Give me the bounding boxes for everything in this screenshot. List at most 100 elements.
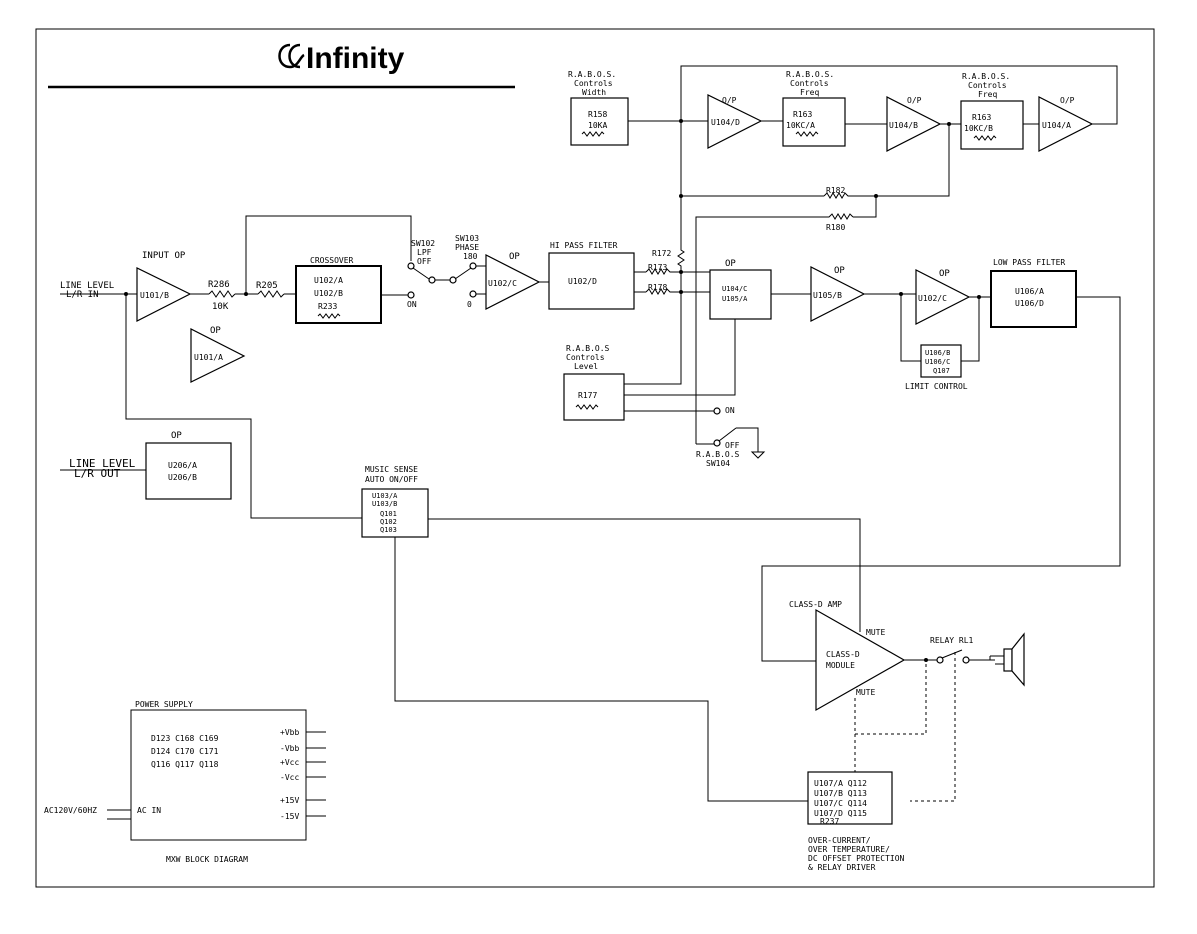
hpf-label: U102/D	[568, 277, 597, 286]
output-buffer-block	[145, 442, 232, 500]
r173-name: R173	[648, 263, 667, 272]
op-amp-u104b	[886, 96, 942, 152]
sw103-line-2: PHASE	[455, 243, 479, 252]
op-u104c-block	[709, 269, 772, 320]
op-u104a-title: O/P	[1060, 96, 1075, 105]
music-sense-block	[361, 488, 429, 538]
limit-control-block	[920, 344, 962, 378]
lpf-line-1: U106/A	[1015, 287, 1044, 296]
rail-vbb-pos: +Vbb	[280, 728, 299, 737]
speaker-icon	[1003, 632, 1025, 687]
r205-name: R205	[256, 281, 278, 291]
crossover-title: CROSSOVER	[310, 256, 354, 265]
freq1-caption-3: Freq	[800, 88, 819, 97]
limit-line-3: Q107	[933, 367, 950, 375]
music-sense-line-3: Q101	[380, 510, 397, 518]
protection-caption-1: OVER-CURRENT/	[808, 836, 871, 845]
rail-vcc-neg: -Vcc	[280, 773, 299, 782]
ps-line-3: Q116 Q117 Q118	[151, 760, 219, 769]
sw102-line-1: SW102	[411, 239, 435, 248]
power-supply-block	[130, 709, 307, 841]
music-sense-caption-2: AUTO ON/OFF	[365, 475, 418, 484]
input-op-title: INPUT OP	[142, 251, 186, 261]
level-caption-1: R.A.B.O.S	[566, 344, 610, 353]
r180-name: R180	[826, 223, 845, 232]
music-sense-line-2: U103/B	[372, 500, 397, 508]
r286-value: 10K	[212, 302, 229, 312]
protection-line-5: R237	[820, 817, 839, 826]
ps-line-2: D124 C170 C171	[151, 747, 219, 756]
freq2-caption-2: Controls	[968, 81, 1007, 90]
op-amp-u101b-label: U101/B	[140, 291, 169, 300]
limit-line-2: U106/C	[925, 358, 950, 366]
lpf-title: LOW PASS FILTER	[993, 258, 1065, 267]
op-amp-u105b	[810, 266, 866, 322]
r182-name: R182	[826, 186, 845, 195]
infinity-logo: Infinity	[278, 42, 405, 75]
protection-relay-driver-block	[807, 771, 893, 825]
power-supply-title: POWER SUPPLY	[135, 700, 193, 709]
page-frame	[35, 28, 1155, 888]
freq1-name: R163	[793, 110, 812, 119]
sw103-line-1: SW103	[455, 234, 479, 243]
op-u102c-title: OP	[509, 252, 520, 262]
hi-pass-filter-block	[548, 252, 635, 310]
op-amp-u104d	[707, 94, 763, 149]
logo-text: Infinity	[306, 42, 405, 75]
r177-name: R177	[578, 391, 597, 400]
r158-width-control	[570, 97, 629, 146]
protection-caption-2: OVER TEMPERATURE/	[808, 845, 890, 854]
op-amp-u104b-label: U104/B	[889, 121, 918, 130]
freq1-caption-2: Controls	[790, 79, 829, 88]
line-in-label-2: L/R IN	[66, 290, 99, 300]
r177-level-control	[563, 373, 625, 421]
r286-resistor	[208, 290, 236, 298]
ps-line-1: D123 C168 C169	[151, 734, 219, 743]
class-d-line-1: CLASS-D	[826, 650, 860, 659]
sw104-caption-1: R.A.B.O.S	[696, 450, 740, 459]
r172-name: R172	[652, 249, 671, 258]
limit-caption: LIMIT CONTROL	[905, 382, 968, 391]
r178-name: R178	[648, 283, 667, 292]
line-out-label-1: LINE LEVEL	[69, 457, 136, 470]
sw104-on: ON	[725, 406, 735, 415]
class-d-mute-bottom: MUTE	[856, 688, 875, 697]
r158-value: 10KA	[588, 121, 607, 130]
protection-caption-3: DC OFFSET PROTECTION	[808, 854, 905, 863]
freq2-caption-3: Freq	[978, 90, 997, 99]
class-d-caption: CLASS-D AMP	[789, 600, 842, 609]
low-pass-filter-block	[990, 270, 1077, 328]
protection-caption-4: & RELAY DRIVER	[808, 863, 876, 872]
freq1-value: 10KC/A	[786, 121, 815, 130]
out-op-line-2: U206/B	[168, 473, 197, 482]
music-sense-line-5: Q103	[380, 526, 397, 534]
music-sense-line-4: Q102	[380, 518, 397, 526]
op-amp-u104d-label: U104/D	[711, 118, 740, 127]
protection-line-3: U107/C Q114	[814, 799, 867, 808]
op-u104d-title: O/P	[722, 96, 737, 105]
u104c-line-1: U104/C	[722, 285, 747, 293]
op-amp-u101a	[190, 328, 246, 383]
sw104-off: OFF	[725, 441, 740, 450]
protection-line-4: U107/D Q115	[814, 809, 867, 818]
op-amp-u105b-label: U105/B	[813, 291, 842, 300]
crossover-line-3: R233	[318, 302, 337, 311]
r205-resistor	[257, 290, 285, 298]
level-caption-2: Controls	[566, 353, 605, 362]
op-amp-u101a-label: U101/A	[194, 353, 223, 362]
music-sense-line-1: U103/A	[372, 492, 398, 500]
freq2-caption-1: R.A.B.O.S.	[962, 72, 1010, 81]
rail-15v-neg: -15V	[280, 812, 299, 821]
out-op-title: OP	[171, 431, 182, 441]
freq2-value: 10KC/B	[964, 124, 993, 133]
u104c-line-2: U105/A	[722, 295, 748, 303]
r163-freq-control-a	[782, 97, 846, 147]
lpf-line-2: U106/D	[1015, 299, 1044, 308]
op-amp-u104a	[1038, 96, 1094, 152]
crossover-line-1: U102/A	[314, 276, 343, 285]
u104c-title: OP	[725, 259, 736, 269]
diagram-title: MXW BLOCK DIAGRAM	[166, 855, 248, 864]
ac-input-label: AC120V/60HZ	[44, 806, 97, 815]
op-amp-u102c	[485, 254, 541, 310]
protection-line-1: U107/A Q112	[814, 779, 867, 788]
